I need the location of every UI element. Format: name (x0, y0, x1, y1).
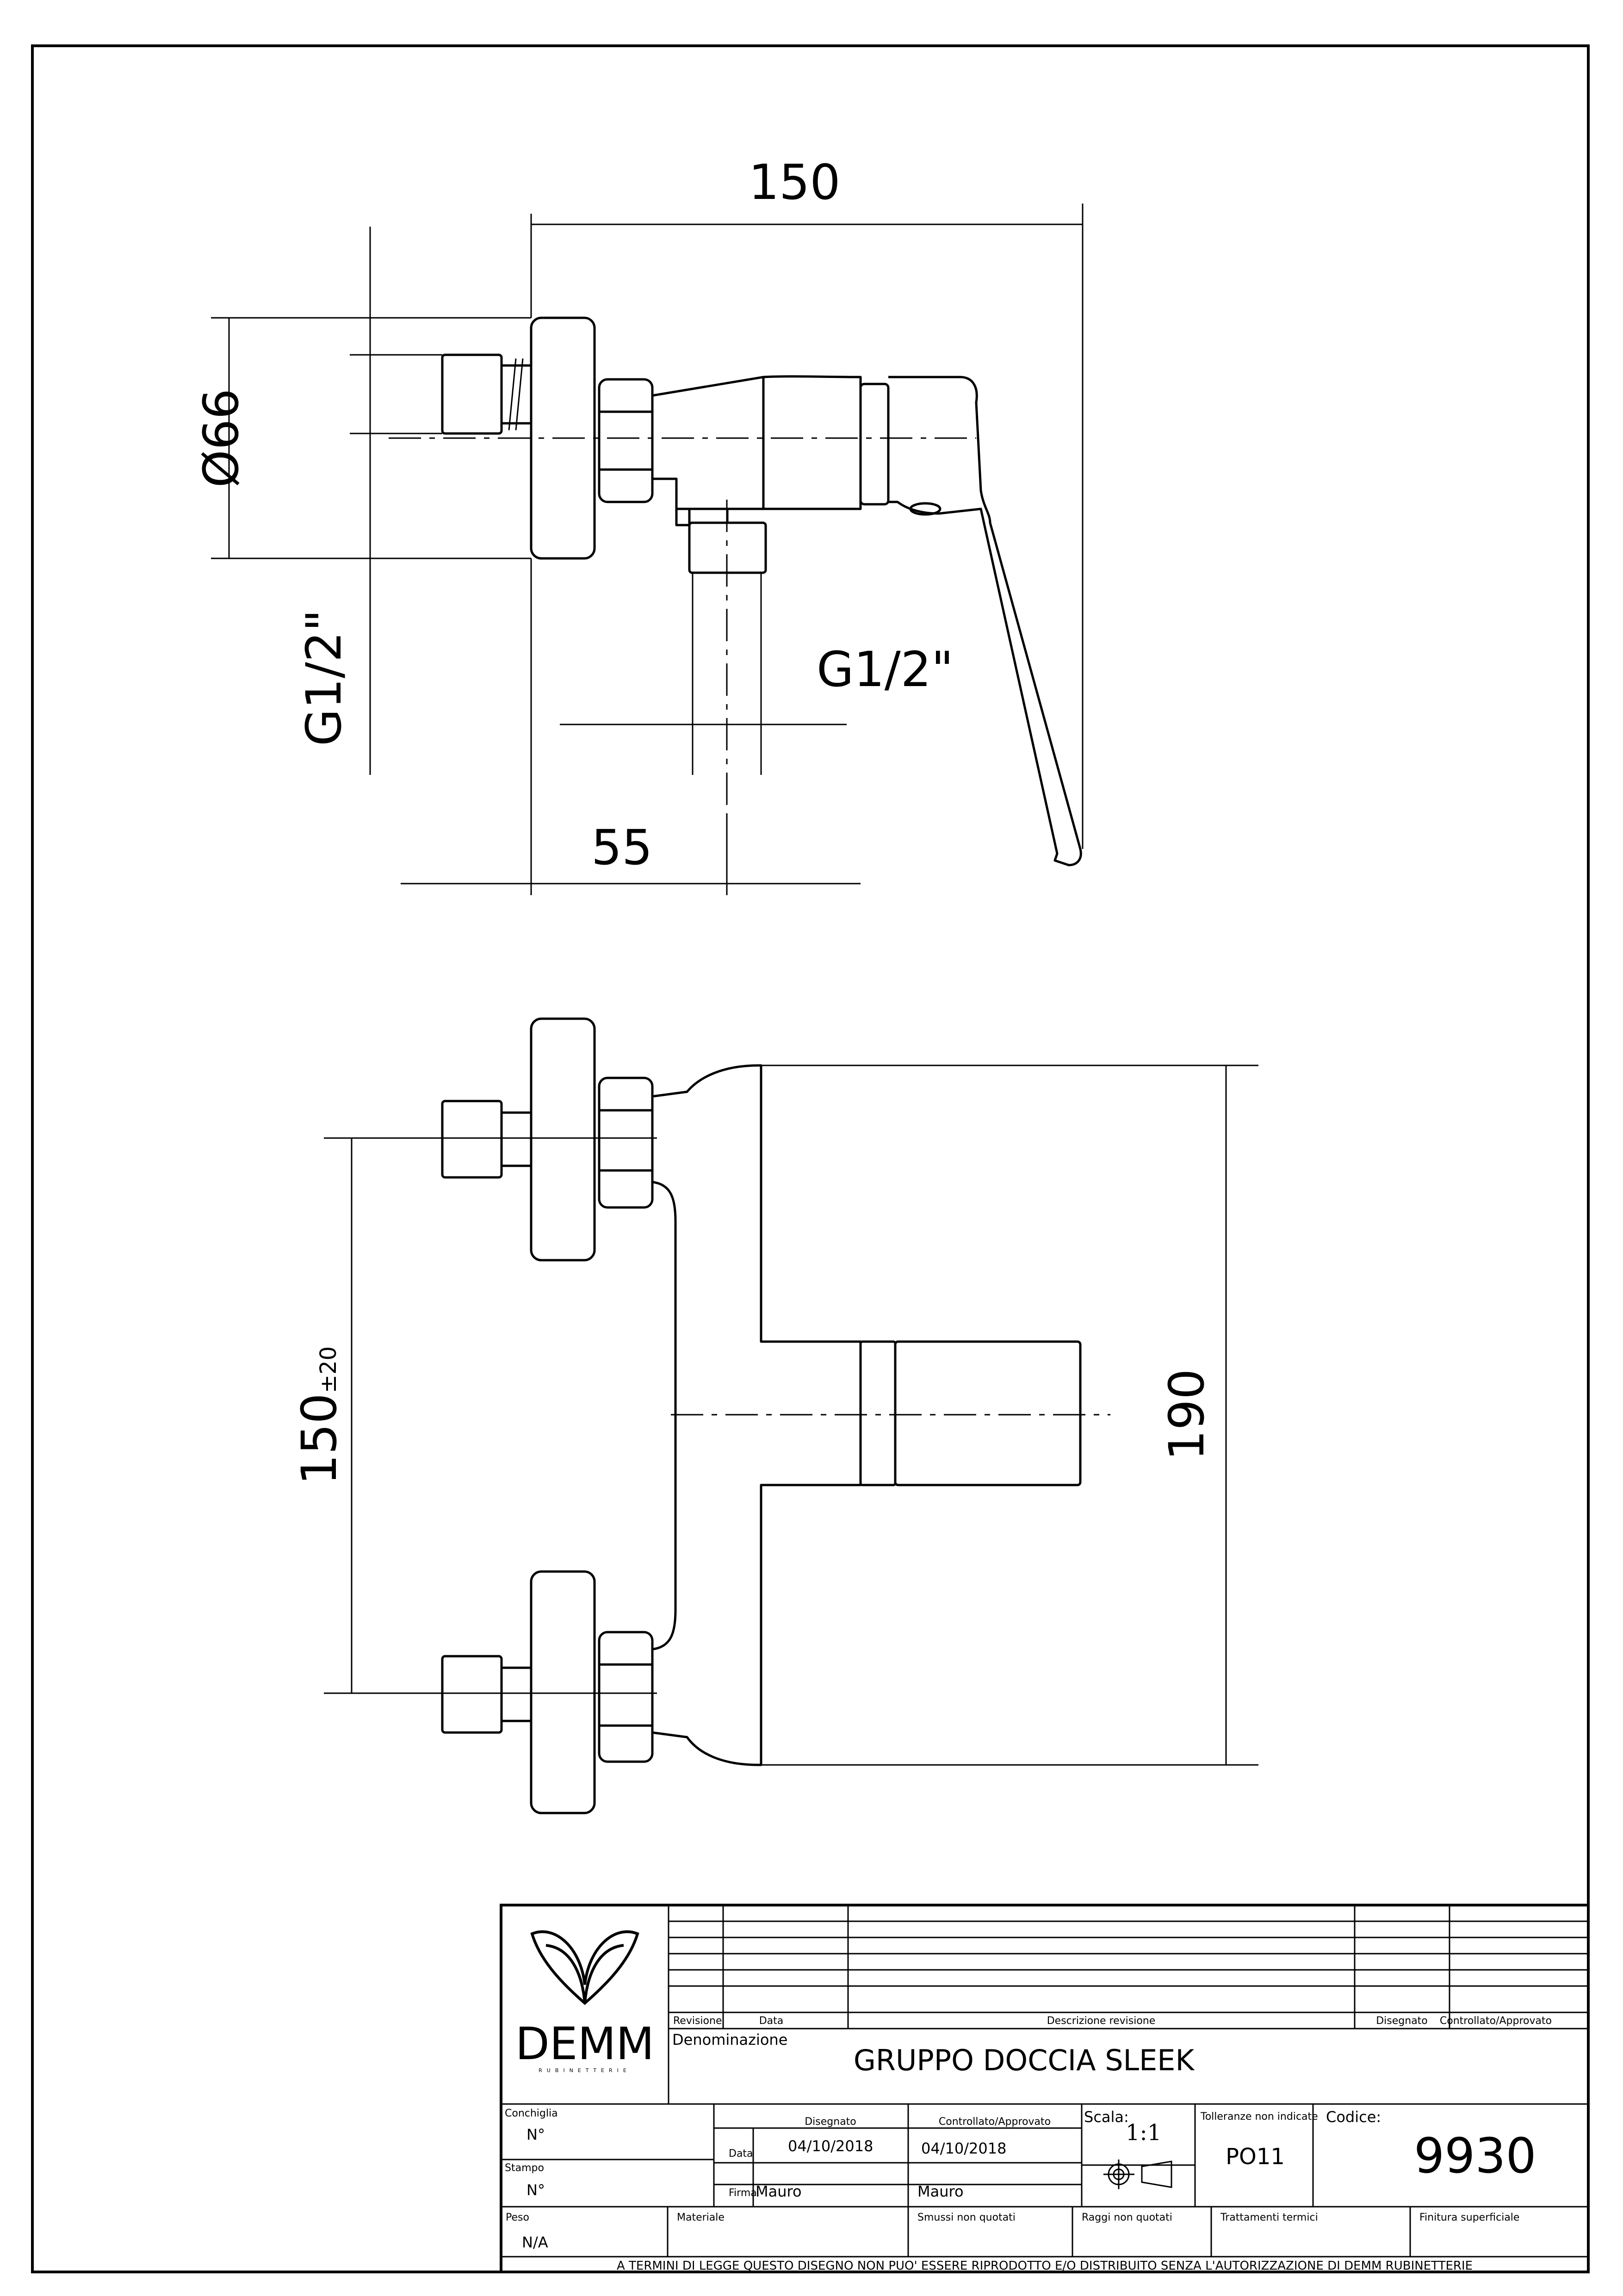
scala-label: Scala: (1084, 2108, 1129, 2126)
side-view (441, 316, 1082, 866)
logo-tagline: RUBINETTERIE (539, 2067, 631, 2073)
rev-header-descrizione: Descrizione revisione (1047, 2015, 1156, 2027)
dim-label-depth: 55 (591, 819, 653, 876)
lower-hex-nut (598, 1631, 654, 1763)
smussi-label: Smussi non quotati (917, 2212, 1016, 2223)
rev-header-controllato: Controllato/Approvato (1439, 2015, 1552, 2027)
stampo-value: N° (527, 2181, 545, 2199)
upper-flange-front (530, 1017, 596, 1262)
firma-label: Firma (729, 2187, 757, 2199)
materiale-label: Materiale (677, 2212, 725, 2223)
mixer-body-side (652, 376, 765, 510)
rev-header-revisione: Revisione (673, 2015, 722, 2027)
codice-label: Codice: (1326, 2108, 1381, 2126)
inlet-thread-side (441, 353, 503, 435)
denominazione-label: Denominazione (672, 2031, 788, 2048)
dim-centers-tolerance: ±20 (316, 1346, 341, 1393)
front-view (441, 1017, 1082, 1814)
upper-hex-nut (598, 1077, 654, 1209)
controllato-label: Controllato/Approvato (938, 2116, 1051, 2128)
trattamenti-label: Trattamenti termici (1220, 2212, 1318, 2223)
dim-label-thread-left: G1/2" (296, 609, 352, 746)
front-view-centerlines (389, 1137, 1110, 1694)
dim-centers-value: 150 (291, 1393, 347, 1485)
dim-label-centers: 150±20 (291, 1346, 347, 1485)
lever-front (859, 1340, 897, 1486)
finitura-label: Finitura superficiale (1419, 2212, 1520, 2223)
tolleranze-label: Tolleranze non indicate (1201, 2111, 1318, 2123)
lever-handle-side (888, 376, 1082, 866)
conchiglia-label: Conchiglia (505, 2108, 558, 2119)
controllato-firma: Mauro (917, 2183, 964, 2200)
raggi-label: Raggi non quotati (1082, 2212, 1172, 2223)
disegnato-date: 04/10/2018 (788, 2137, 873, 2155)
demm-logo-mark (530, 1930, 639, 2005)
data-label: Data (729, 2148, 753, 2160)
symbol-first-angle-projection (1103, 2160, 1172, 2189)
scala-value: 1:1 (1126, 2120, 1162, 2146)
upper-inlet-thread (441, 1100, 503, 1179)
lower-flange-front (530, 1570, 596, 1814)
disegnato-label: Disegnato (805, 2116, 856, 2128)
dim-label-height: 190 (1158, 1368, 1215, 1461)
copyright-notice: A TERMINI DI LEGGE QUESTO DISEGNO NON PU… (616, 2259, 1473, 2273)
dimension-lines (211, 204, 1258, 1766)
rev-header-disegnato: Disegnato (1376, 2015, 1428, 2027)
dim-label-thread-outlet: G1/2" (817, 641, 954, 698)
title-block: DEMM RUBINETTERIE Revisione Data Descriz… (501, 1905, 1588, 2272)
disegnato-firma: Mauro (756, 2183, 802, 2200)
logo-wordmark: DEMM (515, 2018, 655, 2070)
hex-nut-side (598, 378, 654, 503)
peso-label: Peso (506, 2212, 529, 2223)
codice-value: 9930 (1414, 2128, 1536, 2184)
dim-label-top-width: 150 (749, 154, 841, 210)
peso-value: N/A (522, 2234, 548, 2251)
controllato-date: 04/10/2018 (921, 2140, 1007, 2157)
title-block-grid (500, 1904, 1590, 2273)
side-view-centerlines (389, 437, 976, 814)
outlet-nozzle-side (675, 509, 691, 526)
stampo-label: Stampo (505, 2162, 544, 2174)
cartridge-cap-side (859, 383, 890, 506)
lower-inlet-thread (441, 1655, 503, 1734)
rev-header-data: Data (759, 2015, 784, 2027)
dim-label-diameter: Ø66 (193, 388, 249, 488)
conchiglia-value: N° (527, 2126, 545, 2143)
drawing-title: GRUPPO DOCCIA SLEEK (853, 2043, 1195, 2077)
tolleranze-value: PO11 (1226, 2144, 1285, 2170)
